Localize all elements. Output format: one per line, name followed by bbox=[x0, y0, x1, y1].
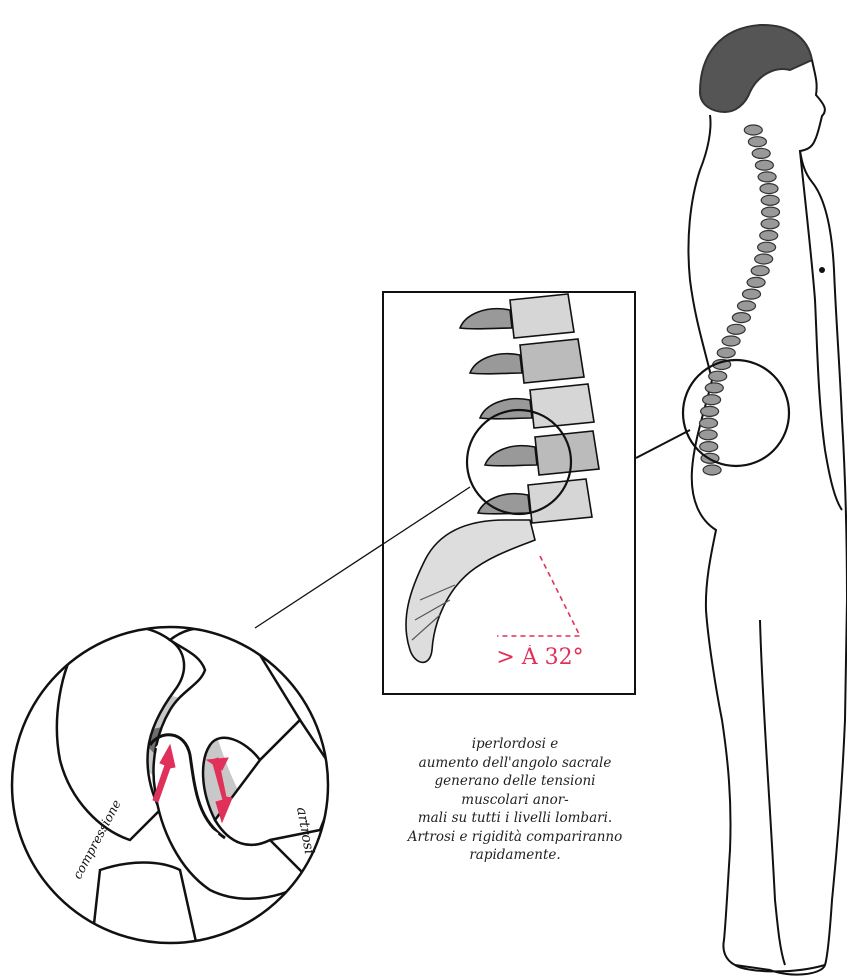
spine-vertebra bbox=[701, 406, 719, 416]
connector-figure-to-zoom bbox=[636, 430, 690, 458]
caption-line: mali su tutti i livelli lombari. bbox=[370, 809, 660, 828]
head-hair bbox=[700, 25, 812, 112]
spine-vertebra bbox=[755, 254, 773, 264]
caption-line: muscolari anor- bbox=[370, 791, 660, 810]
spine-vertebra bbox=[727, 324, 745, 334]
caption-line: generano delle tensioni bbox=[370, 772, 660, 791]
vertebra-body bbox=[535, 431, 599, 475]
spine-vertebra bbox=[760, 231, 778, 241]
spine-vertebra bbox=[744, 125, 762, 135]
leg-separation bbox=[760, 620, 785, 965]
spine-vertebra bbox=[732, 313, 750, 323]
spine-vertebra bbox=[700, 442, 718, 452]
spine-vertebra bbox=[747, 277, 765, 287]
spine-vertebra bbox=[758, 242, 776, 252]
spine-vertebra bbox=[738, 301, 756, 311]
caption-line: iperlordosi e bbox=[370, 735, 660, 754]
spine-vertebra bbox=[703, 395, 721, 405]
nipple bbox=[819, 267, 825, 273]
sacral-angle-label: > À 32° bbox=[470, 645, 610, 670]
spine-vertebra bbox=[752, 148, 770, 158]
spine-vertebra bbox=[705, 383, 723, 393]
vertebra-body bbox=[530, 384, 594, 428]
spine-vertebra bbox=[755, 160, 773, 170]
vertebra-body bbox=[510, 294, 574, 338]
spine-vertebra bbox=[699, 430, 717, 440]
spine-vertebra bbox=[761, 195, 779, 205]
spine-vertebra bbox=[751, 266, 769, 276]
spine-vertebra bbox=[748, 137, 766, 147]
spine-vertebra bbox=[758, 172, 776, 182]
spine-vertebra bbox=[700, 418, 718, 428]
joint-detail bbox=[0, 620, 340, 960]
spine-in-figure bbox=[699, 125, 779, 475]
spine-vertebra bbox=[762, 207, 780, 217]
spine-vertebra bbox=[709, 371, 727, 381]
spine-vertebra bbox=[760, 184, 778, 194]
arm-outline bbox=[800, 151, 842, 510]
caption-line: Artrosi e rigidità compariranno bbox=[370, 828, 660, 847]
caption-line: rapidamente. bbox=[370, 846, 660, 865]
vertebra-body bbox=[528, 479, 592, 523]
spine-vertebra bbox=[761, 219, 779, 229]
spine-vertebra bbox=[722, 336, 740, 346]
spine-vertebra bbox=[703, 465, 721, 475]
spine-vertebra bbox=[717, 348, 735, 358]
caption-line: aumento dell'angolo sacrale bbox=[370, 754, 660, 773]
vertebra-body bbox=[520, 339, 584, 383]
spine-vertebra bbox=[743, 289, 761, 299]
figure-lumbar-focus-circle bbox=[683, 360, 789, 466]
